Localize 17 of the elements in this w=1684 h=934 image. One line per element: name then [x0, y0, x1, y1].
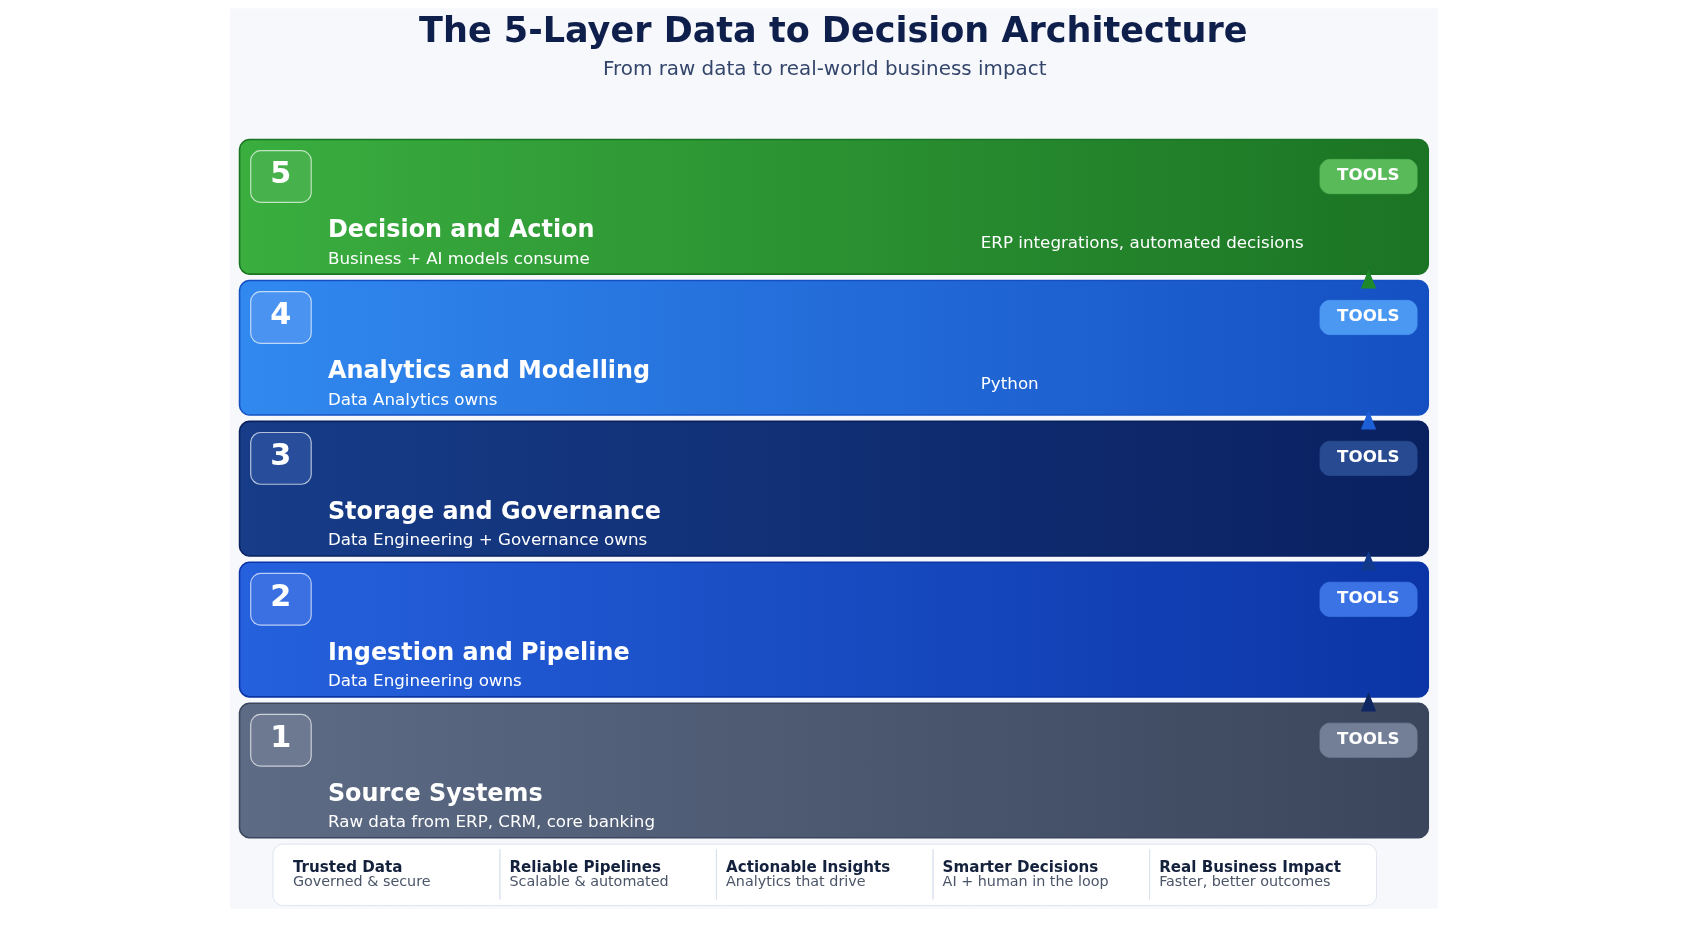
arrow: [1360, 551, 1376, 571]
label: From raw data to real-world business impact: [602, 57, 1046, 81]
arrow: [1360, 691, 1376, 712]
node-box: 5: [249, 150, 312, 204]
node-box: 3: [249, 431, 312, 485]
node-box: TOOLS: [1319, 299, 1417, 335]
node-box: TOOLS: [1319, 581, 1417, 617]
node-box: 1: [249, 713, 312, 767]
node-box: Trusted Data Governed & secure Reliable Pipelines Scalable & automated Actionable Insights Analytics that drive Smarter Decisions AI + human in the loop Real Business Impact Faster, better outcomes: [272, 843, 1377, 906]
node-box: 4: [249, 291, 312, 344]
arrow: [1360, 410, 1376, 430]
arrow: [1360, 269, 1376, 289]
diagram-title: The 5-Layer Data to Decision Architecture: [418, 8, 1247, 50]
node-box: TOOLS: [1319, 440, 1417, 476]
node-box: TOOLS: [1319, 159, 1417, 195]
node-box: TOOLS: [1319, 722, 1417, 758]
node-box: 2: [249, 572, 312, 626]
